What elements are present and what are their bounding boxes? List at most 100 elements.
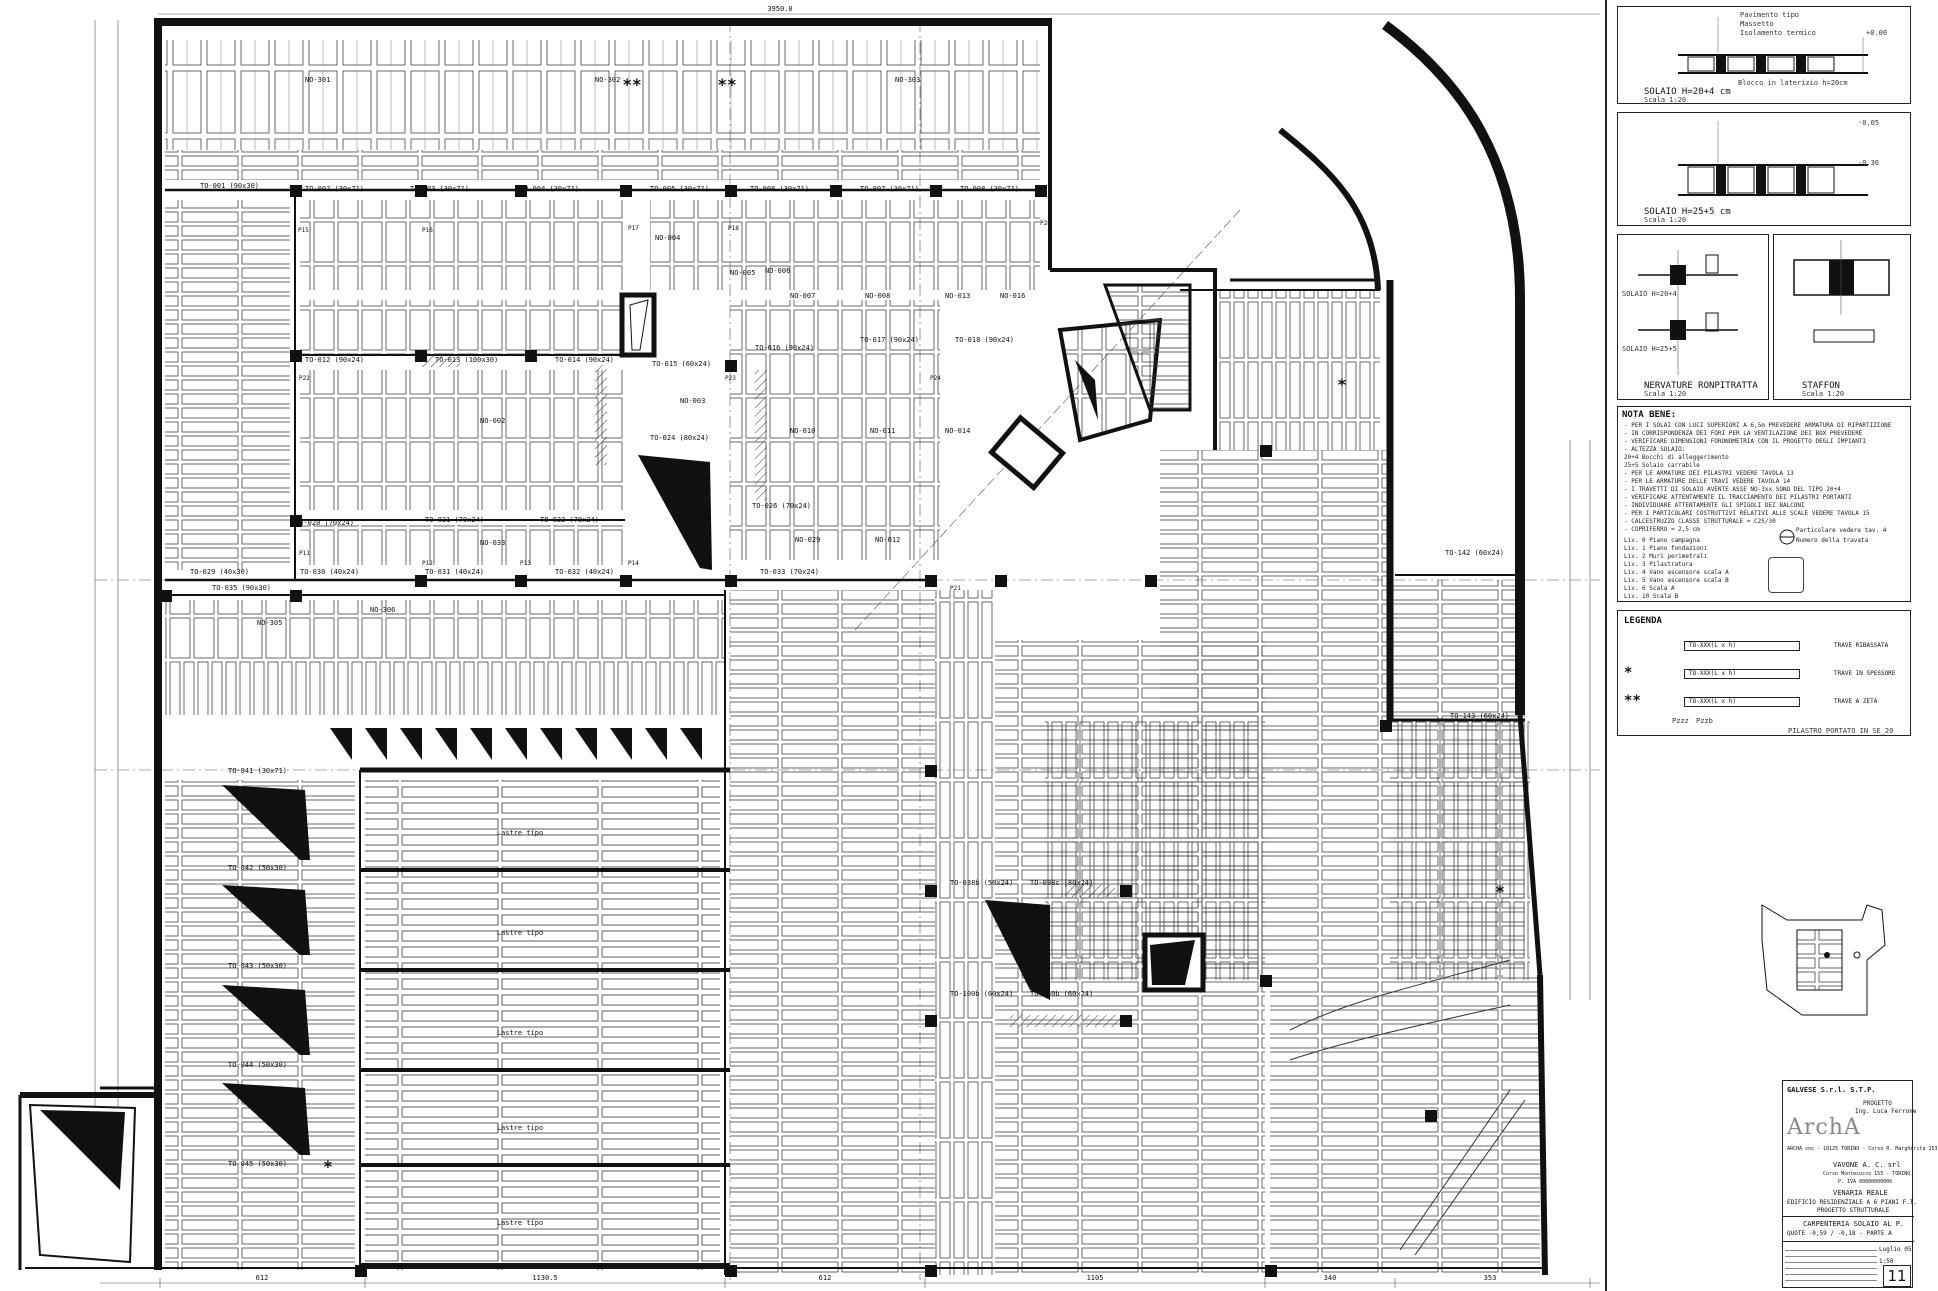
client-name: GALVESE S.r.l. S.T.P. [1787,1086,1876,1094]
note-line: - IN CORRISPONDENZA DEI FORI PER LA VENT… [1624,430,1863,437]
slab-label: Lastre tipo [497,829,543,837]
beam-label: TO-013 (100x30) [435,356,498,364]
beam-label: TO-043 (50x30) [228,962,287,970]
pillar-label: P11 [299,550,310,557]
beam-label: TO-001 (90x30) [200,182,259,190]
detail-rib-drawing [1638,250,1738,375]
beam-label: TO-044 (50x30) [228,1061,287,1069]
level-line: Liv. 1 Piano fondazioni [1624,545,1708,552]
note-line: - INDIVIDUARE ATTENTAMENTE GLI SPIGOLI D… [1624,502,1805,509]
beam-label: TO-098c (80x24) [1030,879,1093,887]
firm-address: ARCHA snc - 10125 TORINO - Corso R. Marg… [1787,1146,1938,1152]
bottom-dimension: 1105 [1087,1274,1104,1282]
beam-label: TO-017 (90x24) [860,336,919,344]
beam-label: TO-026 (70x24) [752,502,811,510]
note-line: 20+4 Bocchi di alleggerimento [1624,454,1729,461]
project-type: PROGETTO STRUTTURALE [1817,1207,1890,1214]
rib-label: NO-002 [480,417,505,425]
rib-label: NO-302 [595,76,620,84]
section1-level: +0.00 [1866,29,1888,37]
notes-box: NOTA BENE: - PER I SOLAI CON LUCI SUPERI… [1617,406,1911,602]
special-beam-marker: * [1337,375,1347,394]
special-beam-marker: ** [622,75,641,94]
beam-label: TO-032 (40x24) [555,568,614,576]
beam-label: TO-003 (30x71) [410,185,469,193]
title-block: GALVESE S.r.l. S.T.P. PROGETTO Ing. Luca… [1782,1080,1938,1288]
note-line: - PER I SOLAI CON LUCI SUPERIORI A 6,5m … [1624,422,1892,429]
note-line: - VERIFICARE ATTENTAMENTE IL TRACCIAMENT… [1624,494,1852,501]
beam-label: TO-045 (50x30) [228,1160,287,1168]
detail-stirrup: STAFFON Scala 1:20 [1773,234,1911,400]
legend-code: TO-XXX(L x h) [1684,641,1800,651]
sheet-number: 11 [1883,1265,1911,1287]
beam-label: TO-029 (40x30) [190,568,249,576]
pillar-label: P18 [728,225,739,232]
diagonal-ramp [1289,959,1526,1256]
legend-foot-3: PILASTRO PORTATO IN SE_20 [1788,727,1894,735]
legend-description: TRAVE RIBASSATA [1834,642,1889,649]
beam-label: TO-031 (40x24) [425,568,484,576]
pillar-label: P28 [1040,220,1051,227]
level-line: Liv. 0 Piano campagna [1624,537,1700,544]
pillar-label: P17 [628,225,639,232]
note-line: - I TRAVETTI DI SOLAIO AVENTE ASSE NO-3x… [1624,486,1841,493]
slab-blocks [165,40,1540,1275]
notes-legend-number: Numero della travata [1796,537,1869,544]
detail1-slab-b: SOLAIO H=25+5 [1622,345,1677,353]
legend-box: LEGENDA TO-XXX(L x h)TRAVE RIBASSATA*TO-… [1617,610,1911,736]
rib-label: NO-005 [730,269,755,277]
slab-label: Lastre tipo [497,1029,543,1037]
beam-label: TO-041 (30x71) [228,767,287,775]
detail2-scale: Scala 1:20 [1802,390,1845,398]
note-line: 25+5 Solaio carrabile [1624,462,1700,469]
firm-logo: ArchA [1787,1115,1861,1140]
slab-label: Lastre tipo [497,1124,543,1132]
rib-label: NO-305 [257,619,282,627]
slab-label: Lastre tipo [497,929,543,937]
beam-label: TO-016 (90x24) [755,344,814,352]
beam-label: TO-007 (30x71) [860,185,919,193]
note-line: - VERIFICARE DIMENSIONI FORONOMETRIA CON… [1624,438,1867,445]
legend-symbol: * [1624,665,1633,681]
revision-table [1785,1245,1877,1285]
beam-label: TO-142 (60x24) [1445,549,1504,557]
project-role: PROGETTO [1863,1100,1892,1107]
project-location: VENARIA REALE [1833,1189,1888,1197]
top-dimension: 3950.0 [767,5,792,13]
rib-label: NO-004 [655,234,680,242]
beam-label: TO-024 (80x24) [650,434,709,442]
rib-label: NO-008 [865,292,890,300]
beam-label: TO-012 (90x24) [305,356,364,364]
beam-label: TO-035 (90x30) [212,584,271,592]
bottom-dimension: 1130.5 [532,1274,557,1282]
company-vat: P. IVA 00000000000 [1838,1179,1893,1185]
engineer-name: Ing. Luca Ferrone [1855,1108,1917,1115]
special-beam-markers: ******* [323,75,1505,1176]
column-symbol [1768,557,1804,593]
notes-legend-detail: Particolare vedere tav. 4 [1796,527,1887,534]
beam-label: TO-022 (70x24) [540,516,599,524]
level-line: Liv. 2 Muri perimetrali [1624,553,1708,560]
rib-label: NO-306 [370,606,395,614]
beam-label: TO-005 (30x71) [650,185,709,193]
pillar-label: P23 [725,375,736,382]
section1-layer-b: Massetto [1740,20,1774,28]
legend-code: TO-XXX(L x h) [1684,697,1800,707]
section2-title: SOLAIO H=25+5 cm [1644,207,1731,217]
section1-scale: Scala 1:20 [1644,96,1687,104]
legend-description: TRAVE A ZETA [1834,698,1878,705]
company-name: VAVONE A. C. srl [1833,1161,1901,1169]
note-line: - PER I PARTICOLARI COSTRUTTIVI RELATIVI… [1624,510,1870,517]
rib-label: NO-011 [870,427,895,435]
legend-description: TRAVE IN SPESSORE [1834,670,1896,677]
pillar-label: P22 [299,375,310,382]
beam-label: TO-100b (60x24) [950,990,1013,998]
special-beam-marker: ** [717,75,736,94]
section1-layer-c: Isolamento termico [1740,29,1816,37]
slab-label: Lastre tipo [497,1219,543,1227]
legend-code: TO-XXX(L x h) [1684,669,1800,679]
section-slab-25-5: -0.05 -0.36 SOLAIO H=25+5 cm Scala 1:20 [1617,112,1911,226]
